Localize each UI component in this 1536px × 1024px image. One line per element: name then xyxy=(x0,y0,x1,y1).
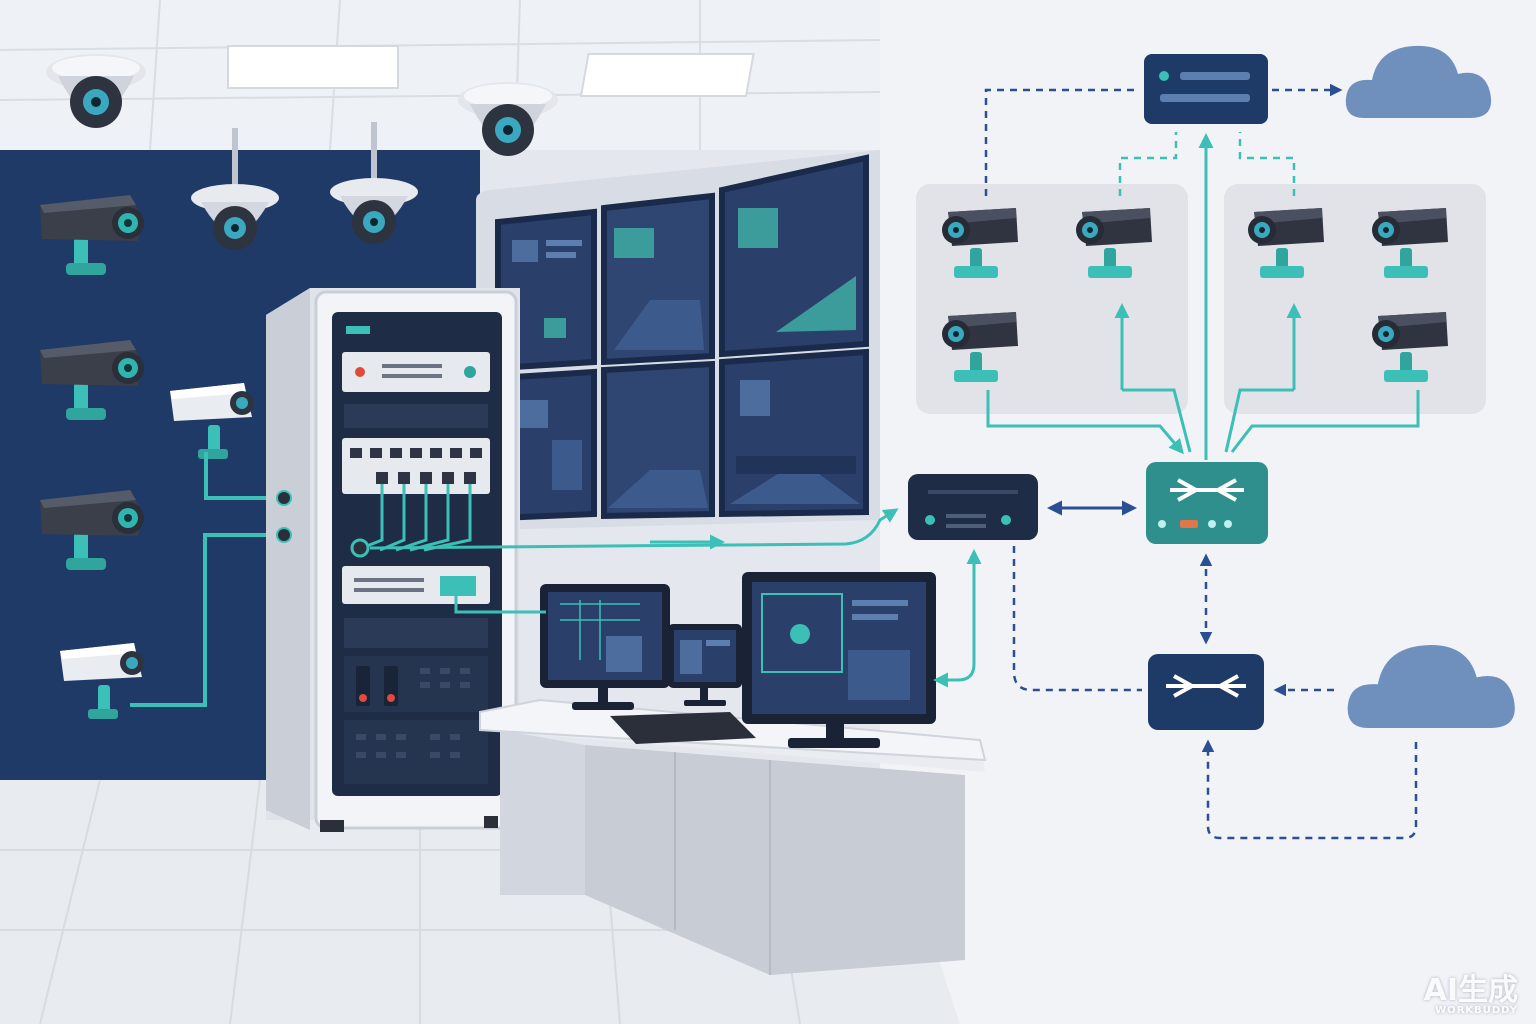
camera-cables xyxy=(130,452,285,707)
keyboard-icon xyxy=(610,712,756,744)
ceiling-light-panel xyxy=(227,45,399,89)
ceiling xyxy=(0,0,881,151)
watermark: AI生成 WORKBUDDY xyxy=(1424,976,1518,1016)
server-rack xyxy=(266,288,520,832)
desk-monitor-right xyxy=(742,572,936,748)
nvr-server-top xyxy=(1144,54,1268,124)
watermark-main: AI生成 xyxy=(1423,973,1518,1008)
ceiling-light-panel xyxy=(579,53,755,97)
desk-monitor-left xyxy=(540,584,670,710)
monitor-wall xyxy=(476,150,880,530)
network-switch-unit xyxy=(342,438,490,494)
recorder-box xyxy=(908,474,1038,540)
watermark-sub: WORKBUDDY xyxy=(1435,1005,1518,1016)
connections xyxy=(369,83,1420,840)
core-switch xyxy=(1146,462,1268,544)
secondary-switch xyxy=(1148,654,1264,730)
recorder-unit xyxy=(342,352,490,392)
desk-monitor-center xyxy=(668,624,742,706)
